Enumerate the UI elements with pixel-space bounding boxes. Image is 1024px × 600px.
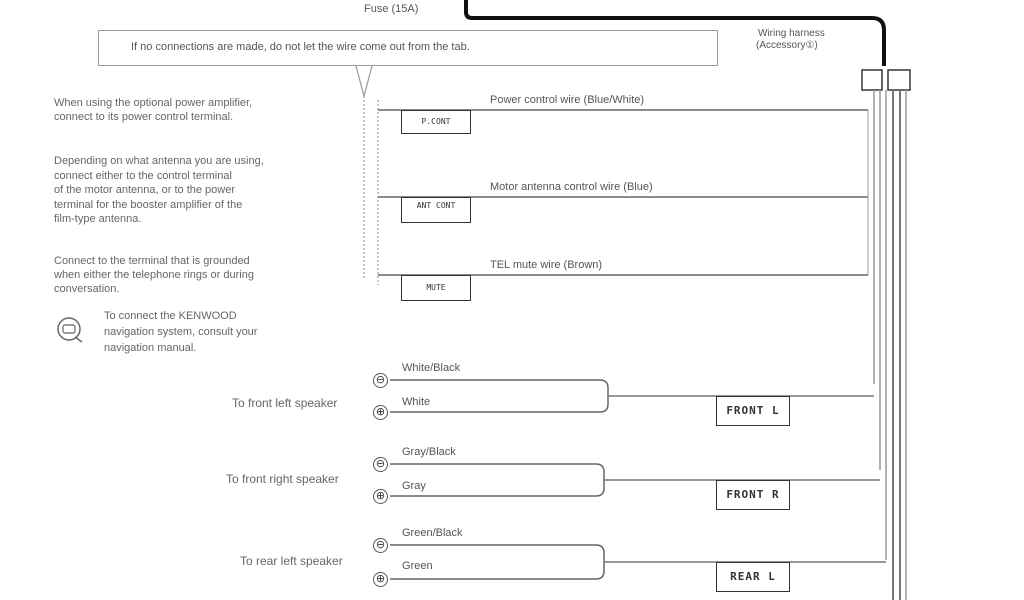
note-line: film-type antenna. xyxy=(54,213,142,225)
negative-terminal-icon: ⊖ xyxy=(373,538,388,553)
note-line: when either the telephone rings or durin… xyxy=(54,269,254,281)
harness-label-line1: Wiring harness xyxy=(758,28,825,39)
front-left-pos-wire-label: White xyxy=(402,396,431,408)
positive-terminal-icon: ⊕ xyxy=(373,572,388,587)
rear-left-pos-wire-label: Green xyxy=(402,560,433,572)
antenna-control-wire-label: Motor antenna control wire (Blue) xyxy=(490,181,653,193)
fuse-label: Fuse (15A) xyxy=(364,3,419,15)
note-line: To connect the KENWOOD xyxy=(104,310,237,322)
connector-front-left: FRONT L xyxy=(716,396,790,426)
front-right-speaker-label: To front right speaker xyxy=(226,472,339,486)
note-line: navigation system, consult your xyxy=(104,326,258,338)
note-line: connect either to the control terminal xyxy=(54,169,232,182)
terminal-mute: MUTE xyxy=(401,275,471,301)
power-control-wire-label: Power control wire (Blue/White) xyxy=(490,94,645,106)
negative-terminal-icon: ⊖ xyxy=(373,373,388,388)
harness-connector-left xyxy=(861,69,883,91)
terminal-ant-cont: ANT CONT xyxy=(401,197,471,223)
note-line: terminal for the booster amplifier of th… xyxy=(54,198,243,211)
callout-box: If no connections are made, do not let t… xyxy=(98,30,718,66)
rear-left-speaker-label: To rear left speaker xyxy=(240,554,343,568)
note-line: Depending on what antenna you are using, xyxy=(54,155,264,167)
note-navigation: To connect the KENWOOD navigation system… xyxy=(104,308,257,356)
note-antenna: Depending on what antenna you are using,… xyxy=(54,154,264,227)
note-line: connect to its power control terminal. xyxy=(54,111,234,123)
navigation-icon xyxy=(57,317,83,343)
front-left-speaker-label: To front left speaker xyxy=(232,396,338,410)
note-power-amp: When using the optional power amplifier,… xyxy=(54,96,252,124)
callout-text: If no connections are made, do not let t… xyxy=(131,41,470,53)
harness-connector-right xyxy=(887,69,911,91)
front-right-neg-wire-label: Gray/Black xyxy=(402,446,456,458)
connector-rear-left: REAR L xyxy=(716,562,790,592)
note-tel-mute: Connect to the terminal that is grounded… xyxy=(54,254,254,296)
note-line: navigation manual. xyxy=(104,342,197,354)
harness-label-line2: (Accessory①) xyxy=(756,40,818,51)
front-left-neg-wire-label: White/Black xyxy=(402,362,461,374)
note-line: conversation. xyxy=(54,283,120,295)
note-line: of the motor antenna, or to the power xyxy=(54,184,236,196)
negative-terminal-icon: ⊖ xyxy=(373,457,388,472)
note-line: When using the optional power amplifier, xyxy=(54,97,253,109)
note-line: Connect to the terminal that is grounded xyxy=(54,255,250,267)
front-right-pos-wire-label: Gray xyxy=(402,480,426,492)
rear-left-neg-wire-label: Green/Black xyxy=(402,527,463,539)
positive-terminal-icon: ⊕ xyxy=(373,405,388,420)
tel-mute-wire-label: TEL mute wire (Brown) xyxy=(490,259,603,271)
positive-terminal-icon: ⊕ xyxy=(373,489,388,504)
connector-front-right: FRONT R xyxy=(716,480,790,510)
terminal-p-cont: P.CONT xyxy=(401,110,471,134)
fuse-wire xyxy=(464,0,886,66)
